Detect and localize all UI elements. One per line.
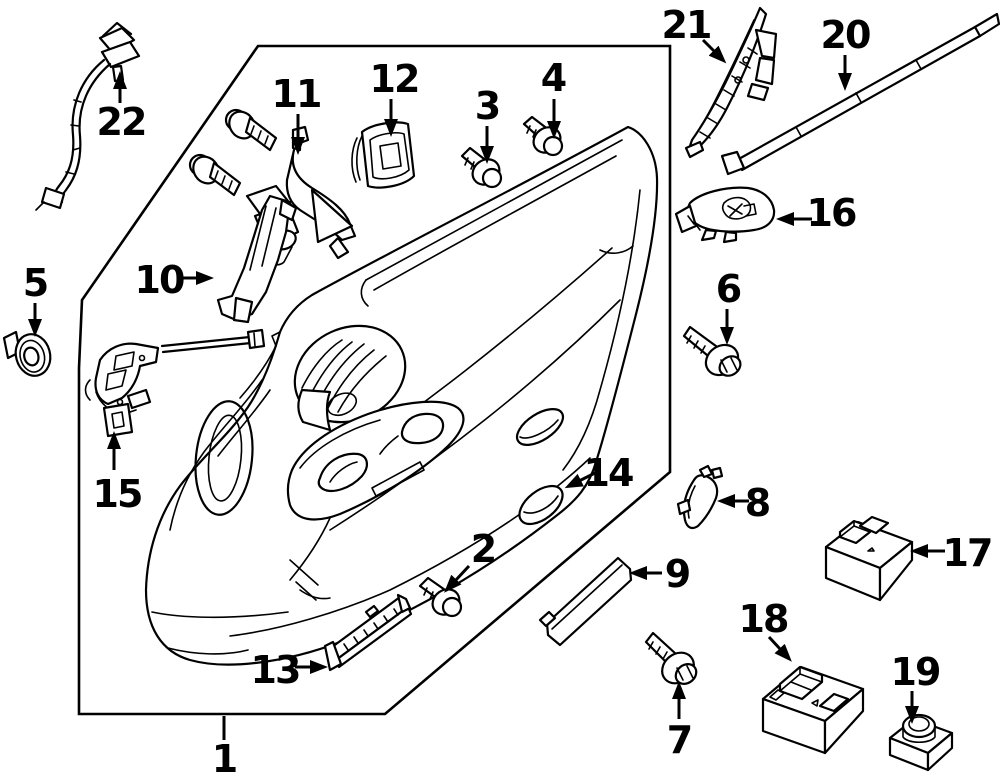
part-label-12: 12 [370, 57, 419, 101]
part-labels: 1 2 3 4 5 6 7 8 9 10 11 12 13 14 15 16 1… [23, 3, 994, 774]
part-3-screw [460, 146, 503, 189]
part-label-22: 22 [97, 100, 146, 144]
part-label-17: 17 [943, 531, 992, 575]
part-18-window-switch [761, 665, 865, 755]
part-9-trim-plate [538, 556, 633, 647]
part-8-trim [676, 464, 724, 530]
part-5-grommet [2, 330, 52, 377]
part-label-21: 21 [662, 3, 711, 47]
part-label-4: 4 [541, 56, 566, 100]
part-label-20: 20 [821, 13, 870, 57]
part-label-11: 11 [272, 72, 321, 116]
part-10-bracket [216, 194, 298, 324]
part-16-corner-cover [674, 186, 776, 244]
part-label-7: 7 [667, 718, 691, 762]
part-label-16: 16 [807, 191, 856, 235]
part-label-8: 8 [745, 481, 770, 525]
part-6-bolt [682, 325, 742, 377]
part-7-bolt [644, 631, 698, 685]
mounting-screws [188, 108, 278, 197]
part-label-9: 9 [665, 552, 690, 596]
part-label-18: 18 [739, 597, 788, 641]
part-15-handle-mechanism [84, 328, 266, 438]
part-4-screw [522, 115, 564, 157]
part-label-1: 1 [212, 737, 236, 774]
part-14-cap [518, 484, 564, 526]
part-17-switch [824, 515, 914, 602]
part-21-corner-trim [684, 6, 778, 159]
part-11-bracket [285, 125, 357, 260]
part-label-13: 13 [251, 648, 300, 692]
part-20-belt-weatherstrip [720, 12, 1000, 176]
part-label-15: 15 [93, 472, 142, 516]
part-13-pocket-trim [323, 593, 413, 672]
diagram-frame-border [77, 44, 672, 716]
part-1-door-trim-panel [144, 125, 659, 666]
part-label-5: 5 [23, 261, 47, 305]
part-19-clip [888, 713, 954, 772]
part-label-3: 3 [475, 84, 499, 128]
leader-arrows [28, 38, 945, 740]
part-2-screw [418, 576, 463, 618]
part-label-19: 19 [891, 650, 940, 694]
part-label-10: 10 [135, 258, 184, 302]
part-label-14: 14 [584, 451, 633, 495]
part-label-2: 2 [471, 527, 495, 571]
part-label-6: 6 [716, 267, 741, 311]
part-12-clip [351, 121, 416, 189]
